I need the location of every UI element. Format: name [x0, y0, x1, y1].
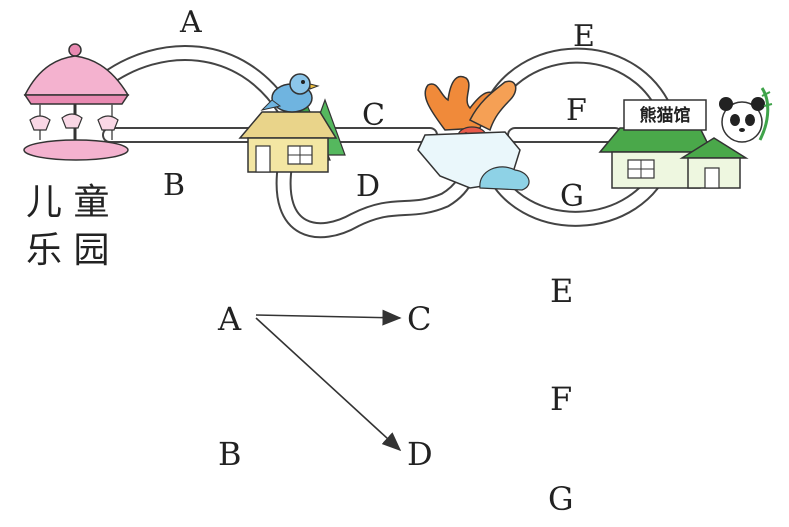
park-label-line2: 乐 园: [26, 230, 109, 271]
tree-node-f: F: [550, 380, 572, 418]
route-label-f: F: [566, 93, 587, 128]
tree-node-e: E: [550, 272, 573, 310]
panda-house-icon: 熊猫馆: [598, 87, 773, 189]
panda-house-sign-text: 熊猫馆: [640, 105, 691, 126]
tree-node-c: C: [407, 300, 431, 338]
route-label-e: E: [573, 19, 595, 54]
panda-house-sign: [623, 99, 707, 131]
tree-node-b: B: [218, 435, 242, 473]
tree-node-a: A: [217, 300, 242, 338]
arrow-a-to-d: [255, 317, 402, 452]
tree-node-g: G: [548, 480, 574, 518]
route-label-a: A: [179, 5, 202, 40]
carousel-icon: [23, 43, 130, 161]
route-label-g: G: [560, 179, 584, 214]
bird-house-icon: [238, 73, 346, 173]
coral-aquarium-icon: [417, 75, 530, 191]
route-label-b: B: [163, 168, 185, 203]
tree-node-d: D: [407, 435, 433, 473]
route-label-c: C: [362, 98, 385, 133]
route-label-d: D: [356, 169, 380, 204]
arrow-a-to-c: [255, 309, 402, 326]
park-label-line1: 儿 童: [26, 182, 109, 223]
